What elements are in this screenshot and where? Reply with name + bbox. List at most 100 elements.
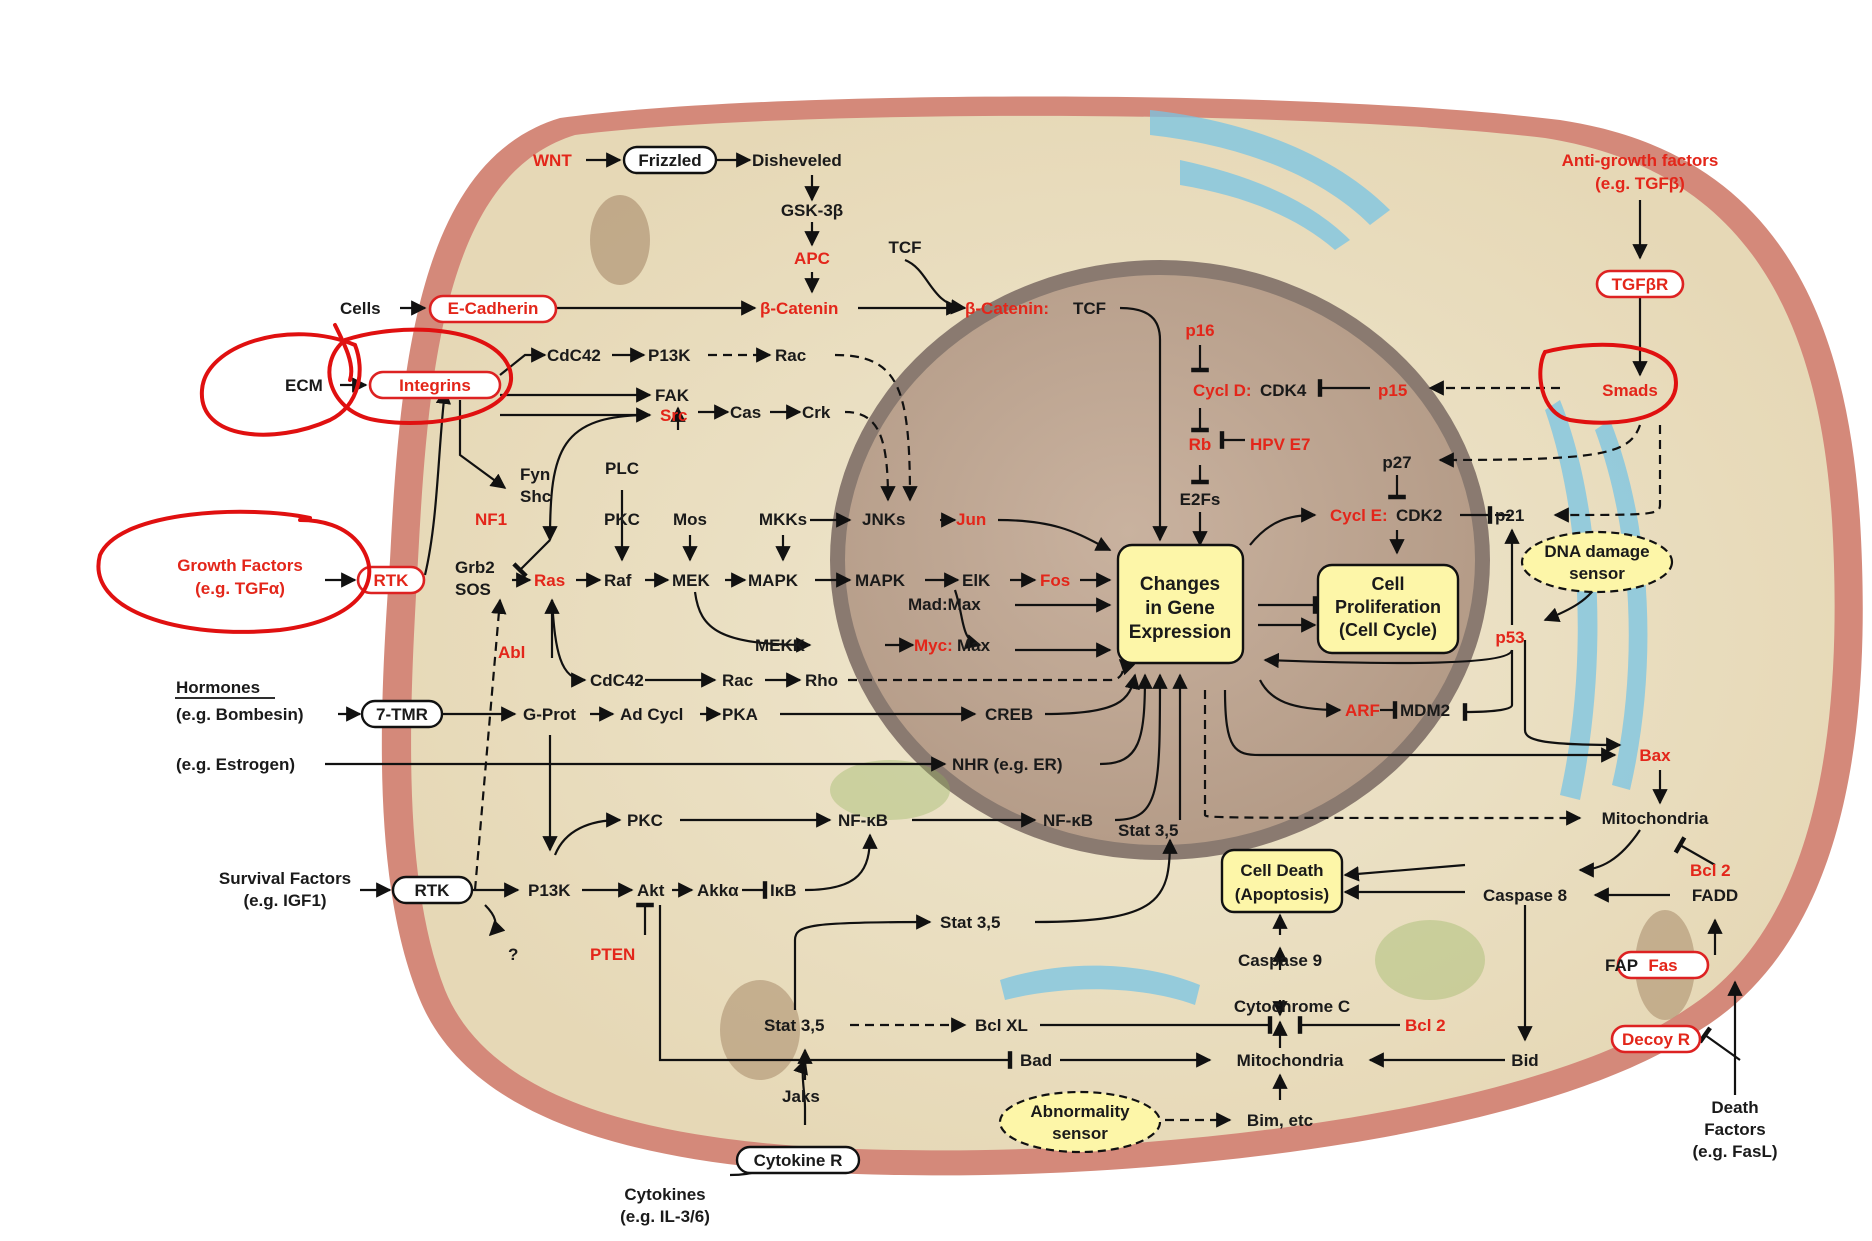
label-smads: Smads [1602, 381, 1658, 400]
label-mekk: MEKK [755, 636, 806, 655]
label-abl: Abl [498, 643, 525, 662]
label-cell-death-1: Cell Death [1240, 861, 1323, 880]
tgfbr-receptor-shape [1595, 269, 1685, 299]
label-anti-growth-1: Anti-growth factors [1562, 151, 1719, 170]
label-p16: p16 [1185, 321, 1214, 340]
ecm-circle-annotation [199, 332, 362, 437]
node-shapes [356, 145, 1710, 1175]
frizzled-receptor-shape [622, 145, 718, 175]
label-stat35-c: Stat 3,5 [764, 1016, 824, 1035]
label-jnks: JNKs [862, 510, 905, 529]
gene-expression-box [1116, 543, 1245, 665]
label-survival: Survival Factors [219, 869, 351, 888]
label-e-cadherin: E-Cadherin [448, 299, 539, 318]
label-cytokine-r: Cytokine R [754, 1151, 843, 1170]
label-b-catenin-tcf-a: β-Catenin: [965, 299, 1049, 318]
label-hpv-e7: HPV E7 [1250, 435, 1310, 454]
label-dna-2: sensor [1569, 564, 1625, 583]
label-mito-r: Mitochondria [1602, 809, 1709, 828]
label-ad-cycl: Ad Cycl [620, 705, 683, 724]
label-cdk2: CDK2 [1396, 506, 1442, 525]
label-p13k-low: P13K [528, 881, 571, 900]
label-p15: p15 [1378, 381, 1407, 400]
label-e2fs: E2Fs [1180, 490, 1221, 509]
label-cytokines: Cytokines [624, 1185, 705, 1204]
label-pten: PTEN [590, 945, 635, 964]
label-tgfbr: TGFβR [1612, 275, 1669, 294]
label-raf: Raf [604, 571, 632, 590]
label-rb: Rb [1189, 435, 1212, 454]
mitochondrion-organelle-2 [720, 980, 800, 1080]
label-plc: PLC [605, 459, 639, 478]
label-growth-factors-eg: (e.g. TGFα) [195, 579, 285, 598]
cytokine-r-receptor-shape [735, 1145, 861, 1175]
growth-factors-circle-annotation [96, 509, 372, 634]
label-changes-3: Expression [1129, 622, 1231, 643]
label-bcl-xl: Bcl XL [975, 1016, 1028, 1035]
label-mapk2: MAPK [855, 571, 906, 590]
label-cycl-e: Cycl E: [1330, 506, 1388, 525]
rtk-top-receptor-shape [356, 565, 426, 595]
label-7-tmr: 7-TMR [376, 705, 428, 724]
pathway-arrows [325, 152, 1743, 1177]
label-death-2: Factors [1704, 1120, 1765, 1139]
7-tmr-receptor-shape [360, 699, 444, 729]
label-bcl2-r: Bcl 2 [1690, 861, 1731, 880]
label-estrogen: (e.g. Estrogen) [176, 755, 295, 774]
label-fap: FAP [1605, 956, 1638, 975]
label-jun: Jun [956, 510, 986, 529]
label-p53: p53 [1495, 628, 1524, 647]
er-membrane-right [1545, 400, 1598, 800]
label-p21: p21 [1495, 506, 1524, 525]
label-mos: Mos [673, 510, 707, 529]
label-fyn: Fyn [520, 465, 550, 484]
mitochondrion-organelle [590, 195, 650, 285]
label-stat35-b: Stat 3,5 [940, 913, 1000, 932]
label-bombesin: (e.g. Bombesin) [176, 705, 304, 724]
integrins-circle-annotation [327, 327, 514, 425]
label-cell-prolif-1: Cell [1371, 574, 1404, 594]
node-labels: WNT Frizzled Disheveled GSK-3β APC TCF C… [175, 151, 1778, 1226]
label-pkc-low: PKC [627, 811, 663, 830]
label-disheveled: Disheveled [752, 151, 842, 170]
label-cdc42-top: CdC42 [547, 346, 601, 365]
label-cdk4: CDK4 [1260, 381, 1307, 400]
label-igf1: (e.g. IGF1) [243, 891, 326, 910]
label-jaks: Jaks [782, 1087, 820, 1106]
label-stat35-a: Stat 3,5 [1118, 821, 1178, 840]
label-abnormality-1: Abnormality [1030, 1102, 1130, 1121]
label-fadd: FADD [1692, 886, 1738, 905]
label-crk: Crk [802, 403, 831, 422]
label-cytokines-eg: (e.g. IL-3/6) [620, 1207, 710, 1226]
fas-receptor-shape [1616, 950, 1710, 980]
label-nf1: NF1 [475, 510, 507, 529]
label-death-1: Death [1711, 1098, 1758, 1117]
label-changes-2: in Gene [1145, 598, 1215, 619]
label-b-catenin: β-Catenin [760, 299, 838, 318]
label-src: Src [660, 406, 687, 425]
integrins-tick-annotation [333, 323, 354, 382]
cell-proliferation-box [1316, 563, 1460, 655]
integrins-receptor-shape [368, 370, 502, 400]
golgi-organelle [1375, 920, 1485, 1000]
label-rtk-top: RTK [374, 571, 410, 590]
rtk-low-receptor-shape [391, 875, 474, 905]
label-hormones: Hormones [176, 678, 260, 697]
label-cell-death-2: (Apoptosis) [1235, 885, 1329, 904]
label-caspase8: Caspase 8 [1483, 886, 1567, 905]
cell-death-box [1220, 848, 1344, 914]
label-p13k-top: P13K [648, 346, 691, 365]
label-nfkb2: NF-κB [1043, 811, 1093, 830]
label-ras: Ras [534, 571, 565, 590]
label-cdc42-mid: CdC42 [590, 671, 644, 690]
label-max: Max [957, 636, 991, 655]
label-cell-prolif-2: Proliferation [1335, 597, 1441, 617]
decoy-r-receptor-shape [1610, 1024, 1702, 1054]
dna-damage-sensor-shape [1520, 530, 1674, 594]
label-changes-1: Changes [1140, 574, 1220, 595]
label-gsk3b: GSK-3β [781, 201, 843, 220]
label-wnt: WNT [533, 151, 572, 170]
label-tcf: TCF [888, 238, 921, 257]
label-mito-c: Mitochondria [1237, 1051, 1344, 1070]
